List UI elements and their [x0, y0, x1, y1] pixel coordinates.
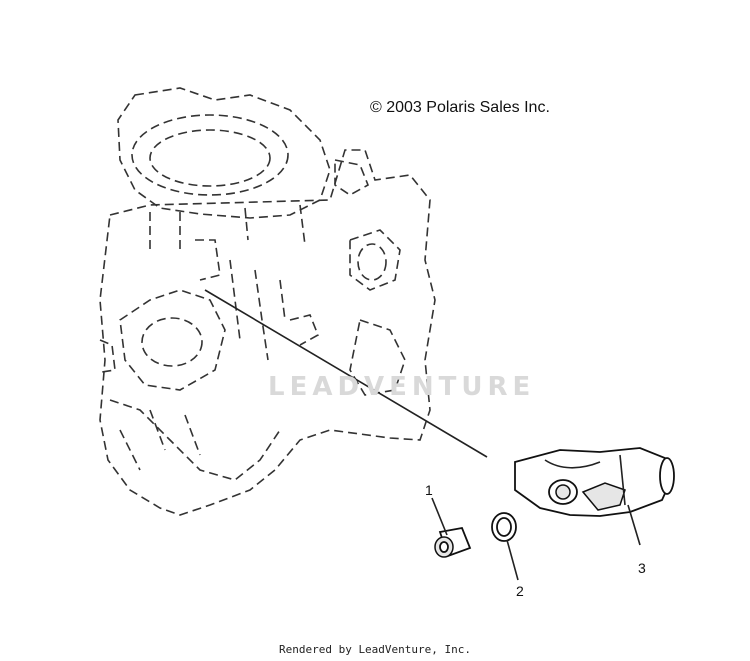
- leader-line-2: [506, 539, 519, 581]
- leader-line-1: [431, 497, 448, 536]
- part-3-elbow: [514, 447, 675, 517]
- engine-block-outline: [99, 87, 436, 516]
- leader-line-3: [627, 504, 641, 546]
- callout-3: 3: [638, 560, 646, 576]
- footer-credit: Rendered by LeadVenture, Inc.: [278, 643, 472, 656]
- copyright-text: © 2003 Polaris Sales Inc.: [370, 99, 550, 116]
- watermark-text: LEADVENTURE: [268, 372, 536, 402]
- leader-line-engine: [204, 289, 488, 458]
- callout-1: 1: [425, 482, 433, 498]
- part-2-washer: [491, 512, 517, 542]
- callout-2: 2: [516, 583, 524, 599]
- part-1-fitting: [434, 526, 472, 558]
